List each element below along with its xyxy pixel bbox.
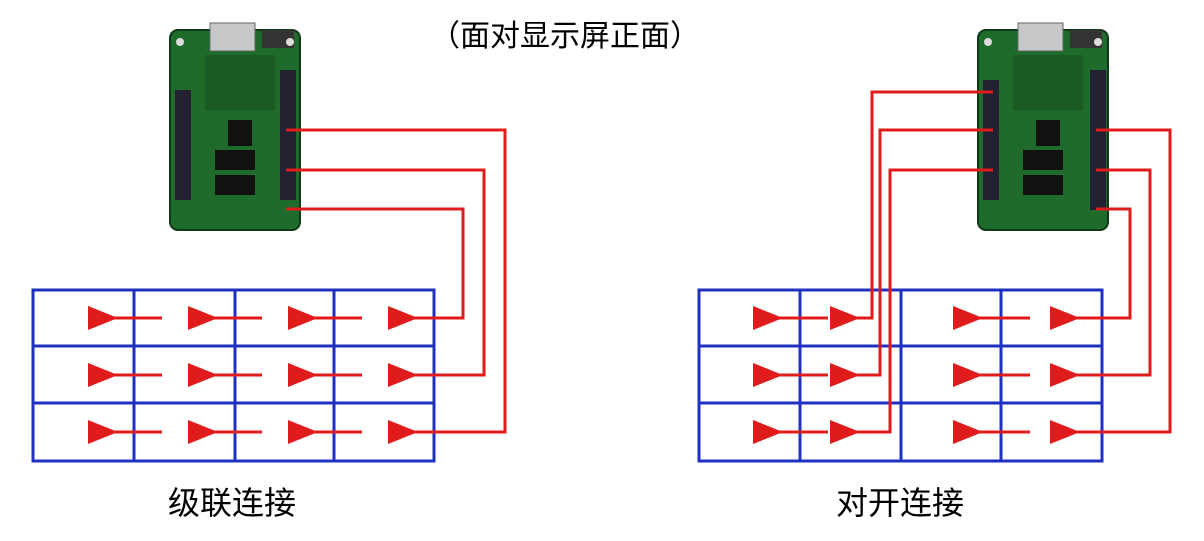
right-wire-r3 (1080, 207, 1132, 320)
left-wire-3 (286, 207, 465, 320)
left-wire-2 (286, 168, 486, 377)
header-note: （面对显示屏正面） (430, 19, 700, 54)
right-arrows (753, 306, 1095, 444)
right-wire-r2 (1080, 168, 1152, 377)
right-caption: 对开连接 (836, 484, 964, 522)
right-wire-l2 (858, 128, 993, 377)
left-wires (286, 128, 507, 434)
right-wire-l3 (858, 168, 993, 434)
controller-board-left (169, 22, 301, 231)
left-caption: 级联连接 (168, 484, 296, 522)
right-screen-grid (697, 288, 1104, 463)
left-arrows (88, 306, 440, 444)
right-wire-r1 (1080, 128, 1172, 434)
right-wire-l1 (858, 90, 993, 320)
left-wire-1 (286, 128, 507, 434)
controller-board-right (977, 22, 1109, 231)
